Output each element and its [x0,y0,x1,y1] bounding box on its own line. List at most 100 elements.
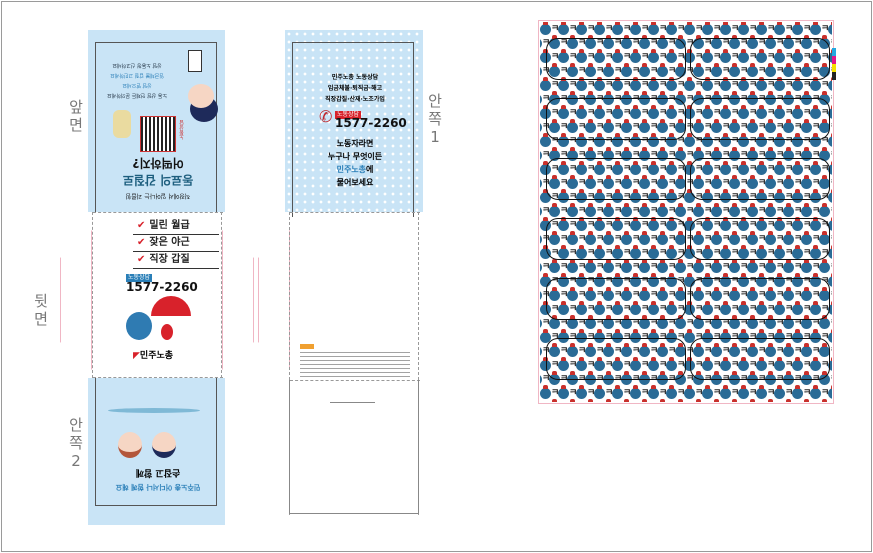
drop-character-icon [558,161,569,175]
pattern-tile: ㅋ [621,63,640,78]
drop-character-icon [819,231,830,245]
pattern-tile: ㅋ [657,259,676,274]
pattern-glyph: ㅋ [740,122,749,132]
pattern-glyph: ㅋ [560,290,569,300]
drop-character-icon [711,175,722,189]
pattern-glyph: ㅋ [587,360,596,370]
pattern-glyph: ㅋ [551,388,560,398]
pattern-glyph: ㅋ [569,360,578,370]
drop-character-icon [603,91,614,105]
pattern-tile: ㅋ [648,189,667,204]
drop-character-icon [684,161,695,175]
pattern-tile: ㅋ [765,287,784,302]
pattern-tile: ㅋ [801,343,820,358]
pattern-tile: ㅋ [648,385,667,400]
pattern-tile: ㅋ [675,399,693,402]
pattern-glyph: ㅋ [767,360,776,370]
umbrella-characters-illustration [123,296,203,346]
label-inner2: 안쪽2 [69,416,83,470]
pattern-glyph: ㅋ [812,206,821,216]
cut-outline [690,158,830,200]
drop-character-icon [648,217,659,231]
pattern-tile: ㅋ [540,133,559,148]
drop-character-icon [621,35,632,49]
pattern-glyph: ㅋ [587,164,596,174]
pattern-glyph: ㅋ [659,24,668,34]
pattern-tile: ㅋ [585,147,605,162]
drop-character-icon [684,22,695,35]
pattern-glyph: ㅋ [560,94,569,104]
pattern-tile: ㅋ [711,259,731,274]
pattern-glyph: ㅋ [632,38,641,48]
pattern-tile: ㅋ [621,315,640,330]
pattern-tile: ㅋ [576,329,595,344]
pattern-glyph: ㅋ [542,262,551,272]
drop-character-icon [792,133,803,147]
pattern-glyph: ㅋ [596,150,605,160]
pattern-glyph: ㅋ [587,220,596,230]
pattern-glyph: ㅋ [659,248,668,258]
pattern-tile: ㅋ [711,175,730,190]
pattern-tile: ㅋ [747,315,766,330]
pattern-tile: ㅋ [621,91,641,106]
drop-character-icon [765,147,776,161]
pattern-tile: ㅋ [540,105,559,120]
drop-character-icon [765,259,776,273]
pattern-tile: ㅋ [738,49,757,64]
drop-character-icon [657,63,668,77]
pattern-glyph: ㅋ [794,66,803,76]
drop-character-icon [639,175,650,189]
front-headline-2: 동료의 갑질로 [122,173,194,187]
cut-outline [690,98,830,140]
pattern-tile: ㅋ [738,357,757,372]
pattern-glyph: ㅋ [794,318,803,328]
drop-character-icon [558,217,569,231]
pattern-tile: ㅋ [558,301,577,316]
pattern-tile: ㅋ [612,385,631,400]
pattern-tile: ㅋ [810,329,829,344]
pattern-tile: ㅋ [747,259,766,274]
drop-character-icon [675,259,686,273]
pattern-glyph: ㅋ [722,290,731,300]
drop-character-icon [585,287,596,301]
pattern-tile: ㅋ [747,147,766,162]
drop-character-icon [783,35,794,49]
pattern-tile: ㅋ [630,161,649,176]
pattern-tile: ㅋ [738,245,757,260]
pattern-tile: ㅋ [819,175,832,190]
pattern-glyph: ㅋ [776,94,785,104]
drop-character-icon [702,357,713,371]
pattern-tile: ㅋ [783,287,802,302]
drop-character-icon [594,385,605,399]
pattern-glyph: ㅋ [632,94,641,104]
pattern-tile: ㅋ [666,77,685,92]
pattern-glyph: ㅋ [731,52,740,62]
drop-character-icon [630,22,641,35]
drop-character-icon [828,329,832,343]
pattern-glyph: ㅋ [722,262,731,272]
drop-character-icon [783,343,794,357]
drop-character-icon [648,49,659,63]
drop-character-icon [639,231,650,245]
pattern-tile: ㅋ [783,231,802,246]
pattern-tile: ㅋ [756,133,775,148]
drop-character-icon [630,329,641,343]
drop-character-icon [702,133,713,147]
drop-character-icon [621,343,632,357]
pattern-glyph: ㅋ [551,360,560,370]
pattern-tile: ㅋ [603,259,622,274]
pattern-tile: ㅋ [693,175,712,190]
pattern-tile: ㅋ [765,343,784,358]
pattern-tile: ㅋ [657,287,676,302]
pattern-tile: ㅋ [720,245,739,260]
pattern-tile: ㅋ [576,133,595,148]
pattern-glyph: ㅋ [650,206,659,216]
pattern-glyph: ㅋ [659,332,668,342]
pattern-tile: ㅋ [693,119,712,134]
pattern-glyph: ㅋ [740,262,749,272]
drop-character-icon [720,133,731,147]
pattern-tile: ㅋ [549,147,568,162]
pattern-tile: ㅋ [729,287,748,302]
pattern-tile: ㅋ [540,148,550,162]
front-top-line: 상담 노동청 신고하세요 [112,62,162,68]
